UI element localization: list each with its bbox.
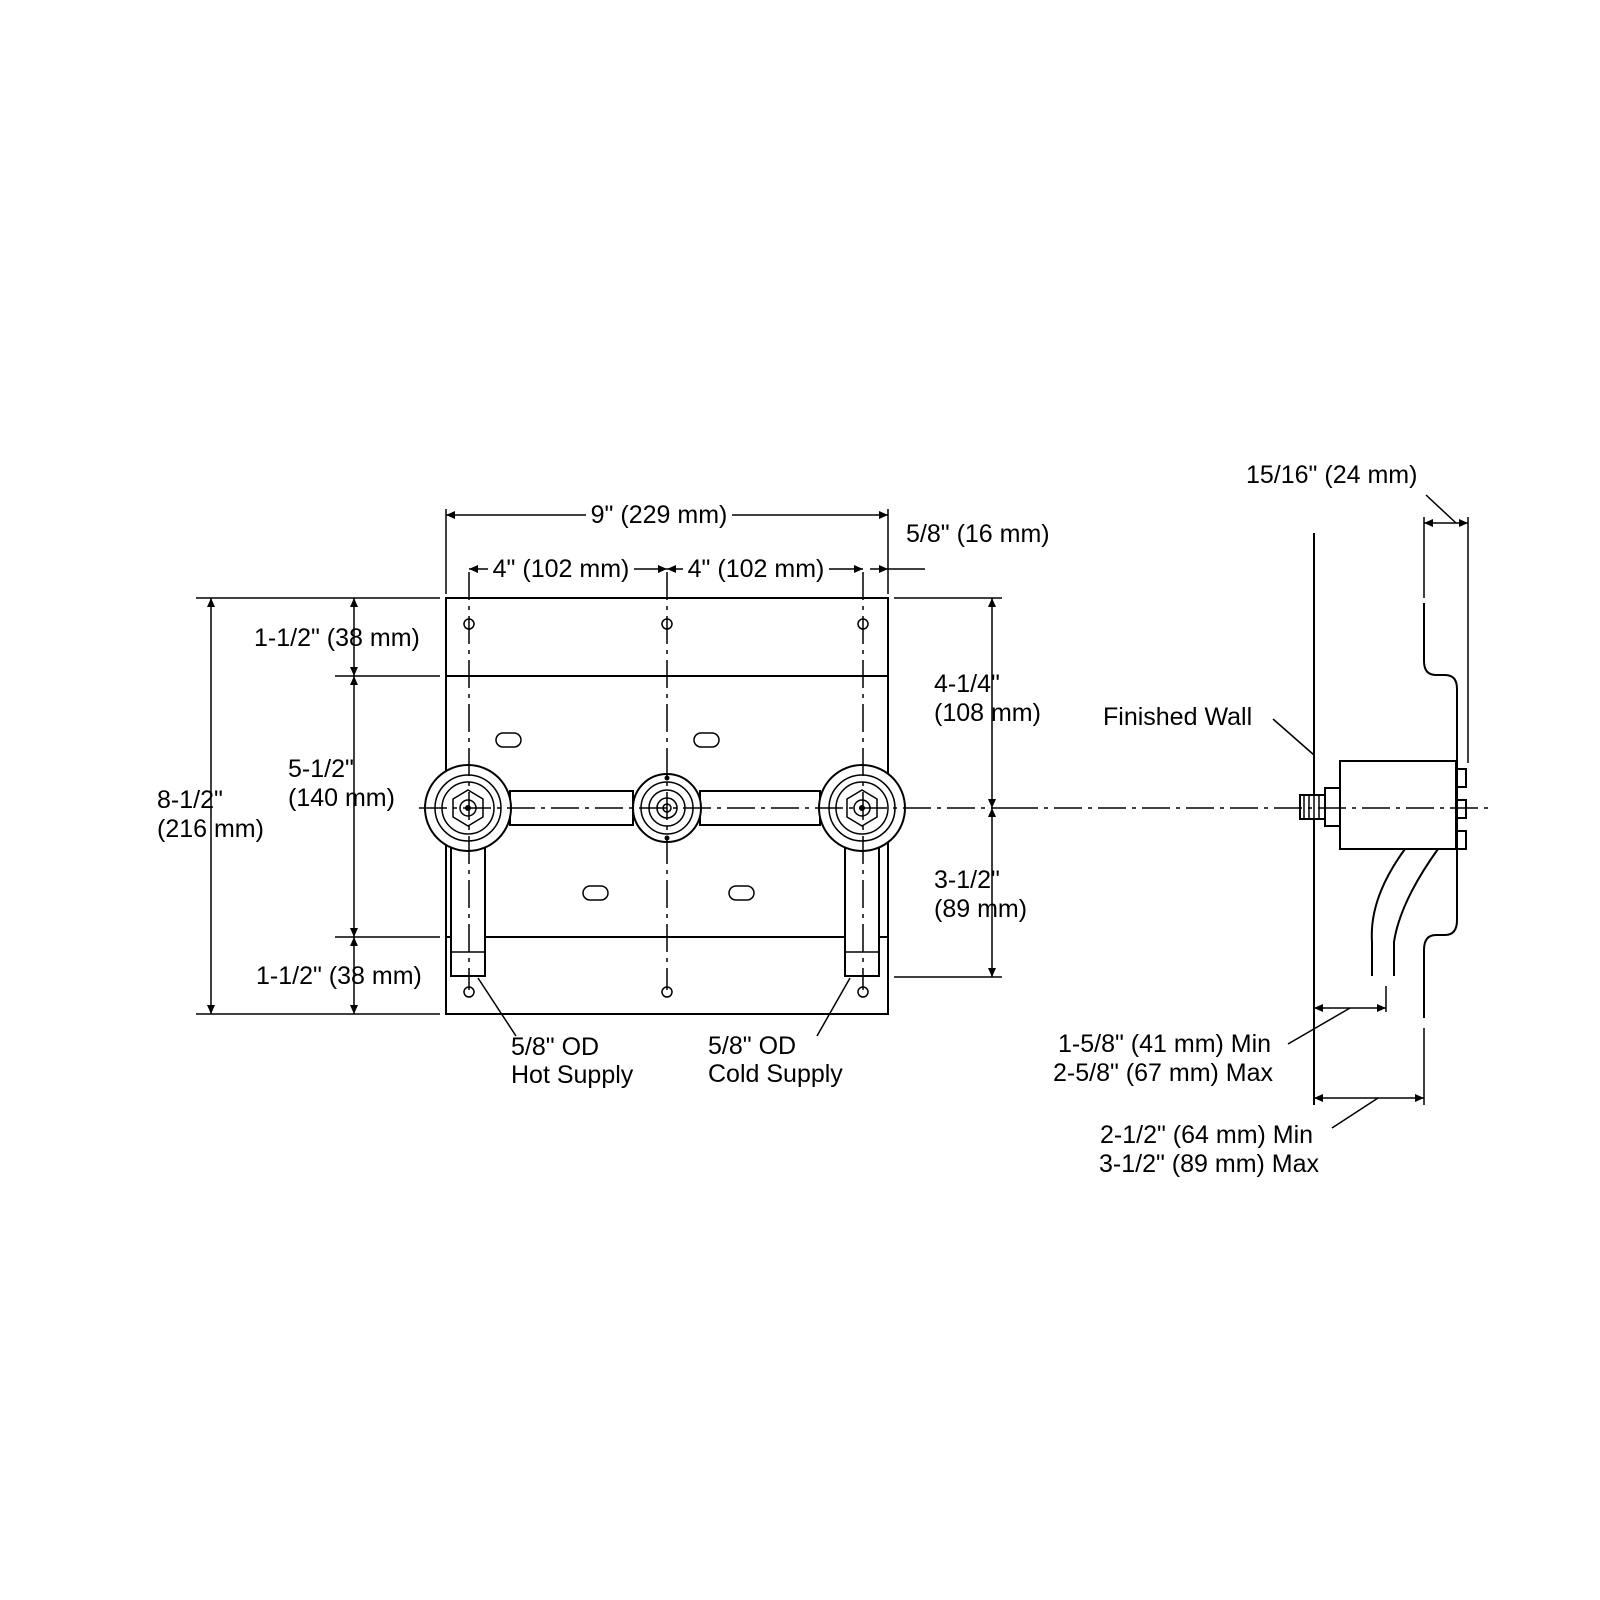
side-view: 15/16" (24 mm) Finished Wall 1-5/8" (41 …: [1010, 461, 1493, 1178]
front-centerlines: [419, 572, 1010, 990]
mid-height-label-line1: 5-1/2": [288, 755, 354, 783]
overall-height-label-line1: 8-1/2": [157, 786, 223, 814]
center-to-lower-label-line1: 3-1/2": [934, 866, 1000, 894]
hot-supply-label-line1: 5/8" OD: [511, 1033, 599, 1061]
overall-height-label-line2: (216 mm): [157, 815, 264, 843]
side-dimension-lines: [1272, 494, 1468, 1129]
cold-supply-label-line2: Cold Supply: [708, 1060, 843, 1088]
cold-supply-label-line1: 5/8" OD: [708, 1032, 796, 1060]
right-spacing-label: 4" (102 mm): [688, 555, 825, 583]
mounting-slots: [495, 732, 755, 901]
front-dimension-lines: [207, 511, 996, 1037]
supply-pipe-elbow: [1370, 848, 1440, 976]
finished-wall-label: Finished Wall: [1103, 703, 1252, 731]
center-to-lower-label-line2: (89 mm): [934, 895, 1027, 923]
plate-depth-label: 15/16" (24 mm): [1246, 461, 1417, 489]
plate-offset-label-line2: 3-1/2" (89 mm) Max: [1099, 1150, 1320, 1178]
overall-width-label: 9" (229 mm): [591, 501, 728, 529]
upper-to-center-label-line1: 4-1/4": [934, 670, 1000, 698]
front-view: 9" (229 mm) 4" (102 mm) 4" (102 mm) 5/8"…: [157, 501, 1050, 1089]
left-spacing-label: 4" (102 mm): [493, 555, 630, 583]
edge-offset-label: 5/8" (16 mm): [906, 520, 1050, 548]
upper-to-center-label-line2: (108 mm): [934, 699, 1041, 727]
valve-body-profile: [1339, 760, 1457, 850]
hot-supply-pipe: [450, 844, 486, 977]
mid-height-label-line2: (140 mm): [288, 784, 395, 812]
cold-supply-pipe: [844, 844, 880, 977]
top-margin-label: 1-1/2" (38 mm): [254, 624, 420, 652]
rough-depth-label-line2: 2-5/8" (67 mm) Max: [1053, 1059, 1274, 1087]
hot-supply-label-line2: Hot Supply: [511, 1061, 634, 1089]
plate-offset-label-line1: 2-1/2" (64 mm) Min: [1100, 1121, 1313, 1149]
bottom-margin-label: 1-1/2" (38 mm): [256, 962, 422, 990]
rough-depth-label-line1: 1-5/8" (41 mm) Min: [1058, 1030, 1271, 1058]
valve-bonnet: [1324, 787, 1341, 827]
plate-studs: [1456, 768, 1467, 850]
